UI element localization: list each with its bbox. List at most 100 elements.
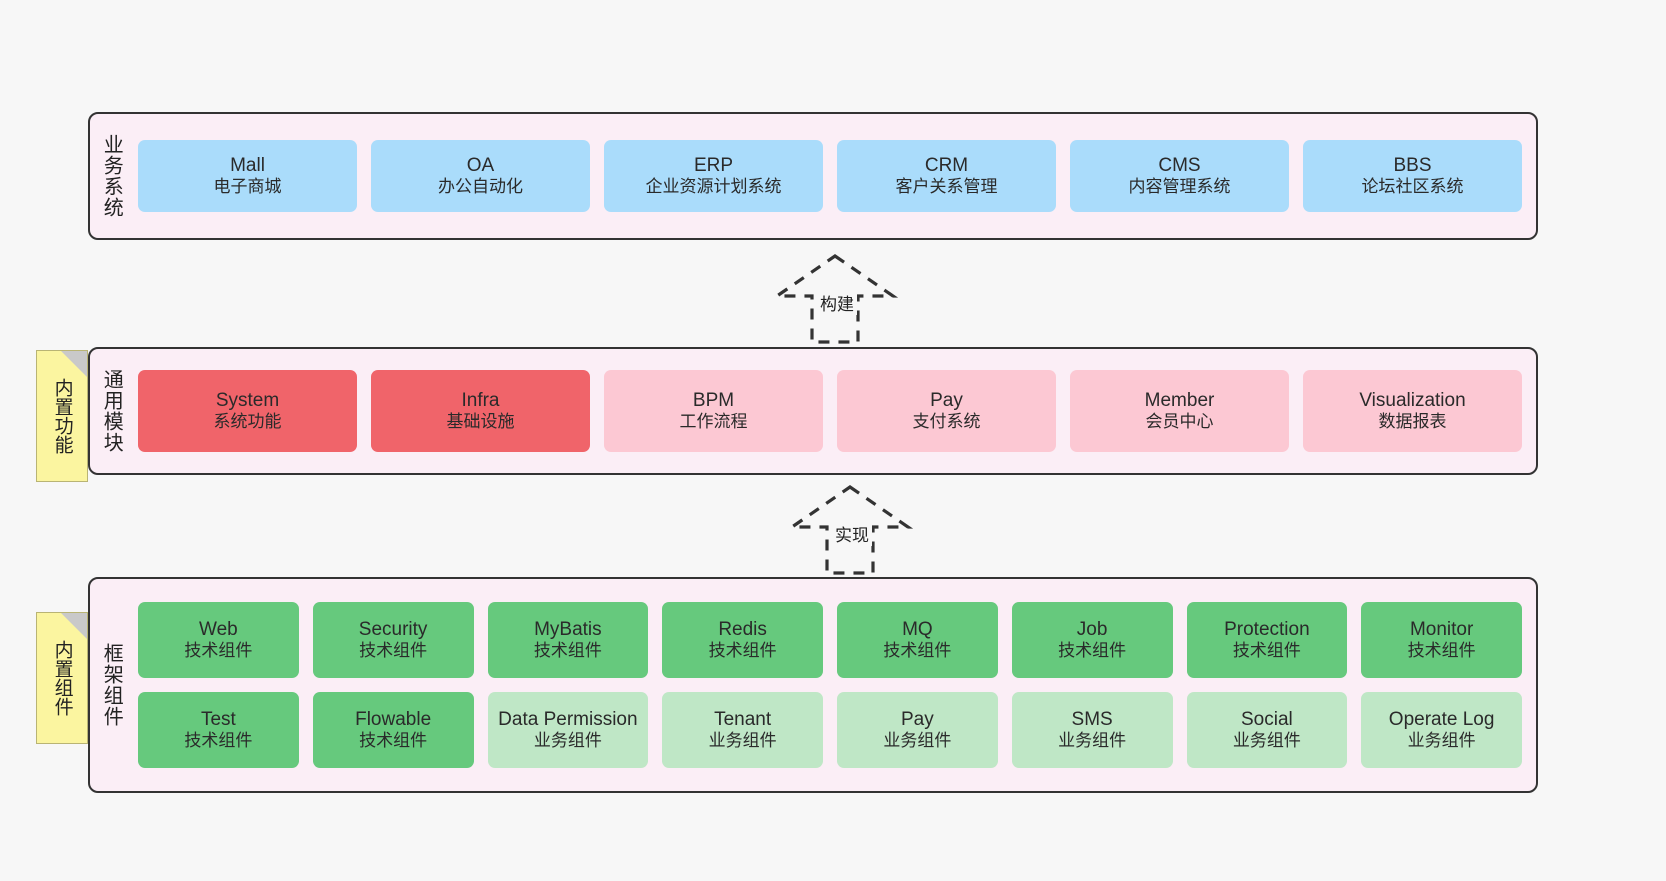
card-title: MyBatis (534, 619, 602, 641)
layer-common-modules: 通用模块 System 系统功能 Infra 基础设施 BPM 工作流程 Pay… (88, 347, 1538, 475)
card-pay-module[interactable]: Pay 支付系统 (837, 370, 1056, 452)
layer-framework-components: 框架组件 Web 技术组件 Security 技术组件 MyBatis 技术组件… (88, 577, 1538, 793)
note-label: 内置功能 (51, 378, 73, 454)
card-title: Social (1241, 709, 1293, 731)
card-title: Infra (461, 390, 500, 412)
layer-business-body: Mall 电子商城 OA 办公自动化 ERP 企业资源计划系统 CRM 客户关系… (132, 114, 1536, 238)
card-flowable[interactable]: Flowable 技术组件 (312, 692, 474, 768)
card-subtitle: 技术组件 (708, 641, 777, 661)
card-title: Pay (901, 709, 934, 731)
card-mq[interactable]: MQ 技术组件 (837, 602, 998, 678)
card-subtitle: 技术组件 (533, 641, 602, 661)
card-title: Visualization (1359, 390, 1466, 412)
note-builtin-features: 内置功能 (36, 350, 88, 482)
card-title: OA (466, 155, 495, 177)
card-subtitle: 论坛社区系统 (1361, 177, 1464, 197)
layer-framework-body: Web 技术组件 Security 技术组件 MyBatis 技术组件 Redi… (132, 579, 1536, 791)
layer-common-body: System 系统功能 Infra 基础设施 BPM 工作流程 Pay 支付系统… (132, 349, 1536, 473)
card-mybatis[interactable]: MyBatis 技术组件 (487, 602, 649, 678)
connector-build-label: 构建 (817, 290, 857, 315)
card-title: Protection (1224, 619, 1310, 641)
layer-business-title: 业务系统 (100, 134, 123, 218)
card-title: Web (199, 619, 238, 641)
card-subtitle: 支付系统 (912, 412, 981, 432)
card-operate-log[interactable]: Operate Log 业务组件 (1361, 692, 1522, 768)
card-title: Pay (930, 390, 963, 412)
card-subtitle: 电子商城 (213, 177, 282, 197)
card-protection[interactable]: Protection 技术组件 (1186, 602, 1348, 678)
card-subtitle: 业务组件 (708, 731, 777, 751)
card-web[interactable]: Web 技术组件 (138, 602, 299, 678)
card-title: BBS (1393, 155, 1432, 177)
card-oa[interactable]: OA 办公自动化 (371, 140, 590, 212)
card-bpm[interactable]: BPM 工作流程 (604, 370, 823, 452)
card-test[interactable]: Test 技术组件 (138, 692, 299, 768)
card-subtitle: 业务组件 (1232, 731, 1301, 751)
card-crm[interactable]: CRM 客户关系管理 (837, 140, 1056, 212)
common-card-row: System 系统功能 Infra 基础设施 BPM 工作流程 Pay 支付系统… (138, 370, 1522, 452)
card-subtitle: 业务组件 (533, 730, 602, 750)
card-subtitle: 技术组件 (1058, 641, 1127, 661)
card-title: Security (358, 619, 428, 641)
card-subtitle: 技术组件 (1232, 641, 1301, 661)
card-subtitle: 业务组件 (883, 731, 952, 751)
framework-card-row-1: Web 技术组件 Security 技术组件 MyBatis 技术组件 Redi… (138, 602, 1522, 678)
card-subtitle: 系统功能 (213, 412, 282, 432)
card-title: Tenant (714, 709, 772, 731)
card-title: Test (200, 709, 236, 731)
card-pay-component[interactable]: Pay 业务组件 (837, 692, 998, 768)
card-bbs[interactable]: BBS 论坛社区系统 (1303, 140, 1522, 212)
note-label: 内置组件 (51, 640, 73, 716)
note-builtin-components: 内置组件 (36, 612, 88, 744)
card-tenant[interactable]: Tenant 业务组件 (662, 692, 823, 768)
card-subtitle: 业务组件 (1407, 731, 1476, 751)
card-cms[interactable]: CMS 内容管理系统 (1070, 140, 1289, 212)
card-system[interactable]: System 系统功能 (138, 370, 357, 452)
card-subtitle: 会员中心 (1145, 412, 1214, 432)
card-subtitle: 客户关系管理 (895, 177, 998, 197)
card-title: ERP (693, 155, 734, 177)
card-subtitle: 技术组件 (184, 731, 253, 751)
card-title: Mall (230, 155, 265, 177)
card-title: CRM (924, 155, 969, 177)
card-visualization[interactable]: Visualization 数据报表 (1303, 370, 1522, 452)
layer-business-systems: 业务系统 Mall 电子商城 OA 办公自动化 ERP 企业资源计划系统 CRM… (88, 112, 1538, 240)
card-data-permission[interactable]: Data Permission 业务组件 (487, 692, 649, 768)
card-title: Flowable (355, 709, 432, 731)
card-title: BPM (692, 390, 735, 412)
card-title: Monitor (1409, 619, 1474, 641)
card-monitor[interactable]: Monitor 技术组件 (1361, 602, 1522, 678)
card-title: Job (1076, 619, 1108, 641)
card-social[interactable]: Social 业务组件 (1186, 692, 1348, 768)
card-title: CMS (1158, 155, 1201, 177)
card-title: SMS (1071, 709, 1113, 731)
card-subtitle: 基础设施 (446, 412, 515, 432)
card-redis[interactable]: Redis 技术组件 (662, 602, 823, 678)
card-member[interactable]: Member 会员中心 (1070, 370, 1289, 452)
card-subtitle: 工作流程 (679, 412, 748, 432)
card-subtitle: 技术组件 (1407, 641, 1476, 661)
card-title: Data Permission (498, 708, 638, 730)
card-subtitle: 技术组件 (359, 641, 428, 661)
framework-card-row-2: Test 技术组件 Flowable 技术组件 Data Permission … (138, 692, 1522, 768)
card-title: Operate Log (1388, 709, 1495, 731)
card-subtitle: 数据报表 (1378, 412, 1447, 432)
card-erp[interactable]: ERP 企业资源计划系统 (604, 140, 823, 212)
card-subtitle: 技术组件 (883, 641, 952, 661)
connector-build-arrow: 构建 (745, 252, 925, 344)
card-title: Redis (718, 619, 767, 641)
card-title: System (215, 390, 280, 412)
card-subtitle: 业务组件 (1058, 731, 1127, 751)
business-card-row: Mall 电子商城 OA 办公自动化 ERP 企业资源计划系统 CRM 客户关系… (138, 140, 1522, 212)
card-title: MQ (902, 619, 933, 641)
card-sms[interactable]: SMS 业务组件 (1011, 692, 1173, 768)
card-subtitle: 办公自动化 (438, 177, 523, 197)
card-subtitle: 企业资源计划系统 (645, 177, 782, 197)
card-infra[interactable]: Infra 基础设施 (371, 370, 590, 452)
card-subtitle: 技术组件 (184, 641, 253, 661)
card-mall[interactable]: Mall 电子商城 (138, 140, 357, 212)
connector-implement-label: 实现 (832, 521, 872, 546)
card-job[interactable]: Job 技术组件 (1011, 602, 1173, 678)
card-security[interactable]: Security 技术组件 (312, 602, 474, 678)
